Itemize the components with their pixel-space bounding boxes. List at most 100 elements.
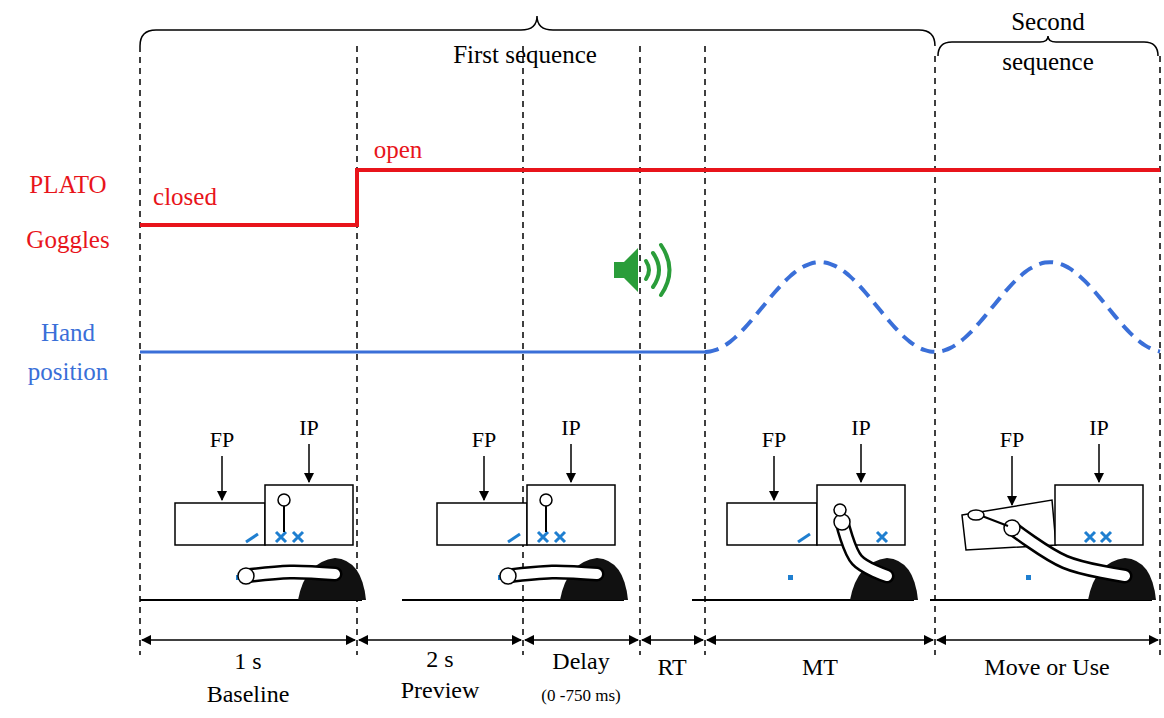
pointer-arrow [221,456,223,500]
phase-label: Move or Use [984,654,1109,682]
duration-label: (0 -750 ms) [541,686,620,705]
ip-label: IP [299,415,319,440]
fp-label: FP [1000,427,1024,452]
task-illustration [692,444,918,600]
goggles-label: PLATO Goggles [26,171,109,253]
task-illustration [140,444,366,600]
object-handle [278,494,290,506]
state-label: open [374,136,423,163]
ip-label: IP [1089,415,1109,440]
ip-box [817,485,905,545]
phase-label: Preview [401,677,480,705]
pointer-arrow [570,444,572,482]
ip-box [1055,485,1143,545]
ip-label: IP [1089,415,1109,440]
participant-arm [842,522,887,576]
sound-wave [653,253,659,287]
hand-trace [140,351,705,354]
duration-arrow [359,639,521,641]
target-mark [1101,532,1111,542]
fp-label: FP [762,427,786,452]
sound-wave [661,245,670,295]
participant-hand [500,568,516,584]
fp-box [727,503,817,545]
phase-label: Baseline [207,681,290,707]
phase-label: RT [657,654,686,680]
fp-label: FP [472,427,496,452]
ip-label: IP [561,415,581,440]
target-mark [246,534,258,542]
duration-arrow [707,639,933,641]
phase-label: Move or Use [984,654,1109,680]
fp-box [437,503,527,545]
duration-label: 2 s [426,646,453,674]
object-handle [834,504,846,516]
target-mark [276,532,286,542]
pointer-arrow [773,456,775,500]
pointer-arrow [308,444,310,482]
duration-arrow [937,639,1158,641]
target-mark [798,534,810,542]
sequence-title: First sequence [453,41,597,70]
duration-label: 2 s [426,646,453,672]
phase-label: RT [657,654,686,682]
target-mark [555,532,565,542]
target-mark [877,532,887,542]
phase-divider [934,56,936,655]
sequence-title: Second sequence [1002,8,1094,75]
phase-label: Delay [552,648,609,674]
task-illustration [402,444,628,600]
ip-box [265,485,353,545]
duration-arrow [642,639,703,641]
spoon-bowl [968,510,984,520]
duration-label: 1 s [234,648,261,674]
fp-label: FP [210,427,234,452]
ip-label: IP [561,415,581,440]
goggles-label: PLATO Goggles [6,157,131,267]
task-illustration [930,444,1156,600]
speaker-icon [614,248,638,292]
phase-divider [1159,56,1161,655]
state-label: closed [153,183,217,212]
state-label: open [374,136,423,165]
fp-label: FP [472,427,496,452]
fp-label: FP [762,427,786,452]
phase-label: Preview [401,677,480,703]
object-stem [283,506,285,532]
participant-arm [246,572,335,576]
pointer-arrow [1011,456,1013,505]
participant-arm [1012,528,1125,576]
sound-wave [646,261,649,279]
participant-hand [1004,520,1020,536]
target-mark [1085,532,1095,542]
target-mark [293,532,303,542]
phase-label: MT [802,654,838,680]
participant-arm [842,522,887,576]
phase-label: Baseline [207,681,290,709]
spoon-handle [982,516,1008,526]
ip-label: IP [299,415,319,440]
ip-label: IP [851,415,871,440]
hand-label: Hand position [28,319,109,385]
goggles-trace [140,170,1160,225]
phase-label: Delay [552,648,609,676]
state-label: closed [153,183,217,210]
duration-arrow [142,639,355,641]
phase-label: MT [802,654,838,682]
pointer-arrow [860,444,862,482]
duration-arrow [525,639,638,641]
target-mark [538,532,548,542]
target-mark [508,534,520,542]
fp-box [175,503,265,545]
pointer-arrow [1098,444,1100,482]
fp-label: FP [210,427,234,452]
participant-arm [246,572,335,576]
hand-movement-wave [705,262,1160,352]
participant-hand [238,568,254,584]
pointer-arrow [483,456,485,500]
fp-label: FP [1000,427,1024,452]
participant-arm [508,572,597,576]
hand-label: Hand position [6,313,131,391]
